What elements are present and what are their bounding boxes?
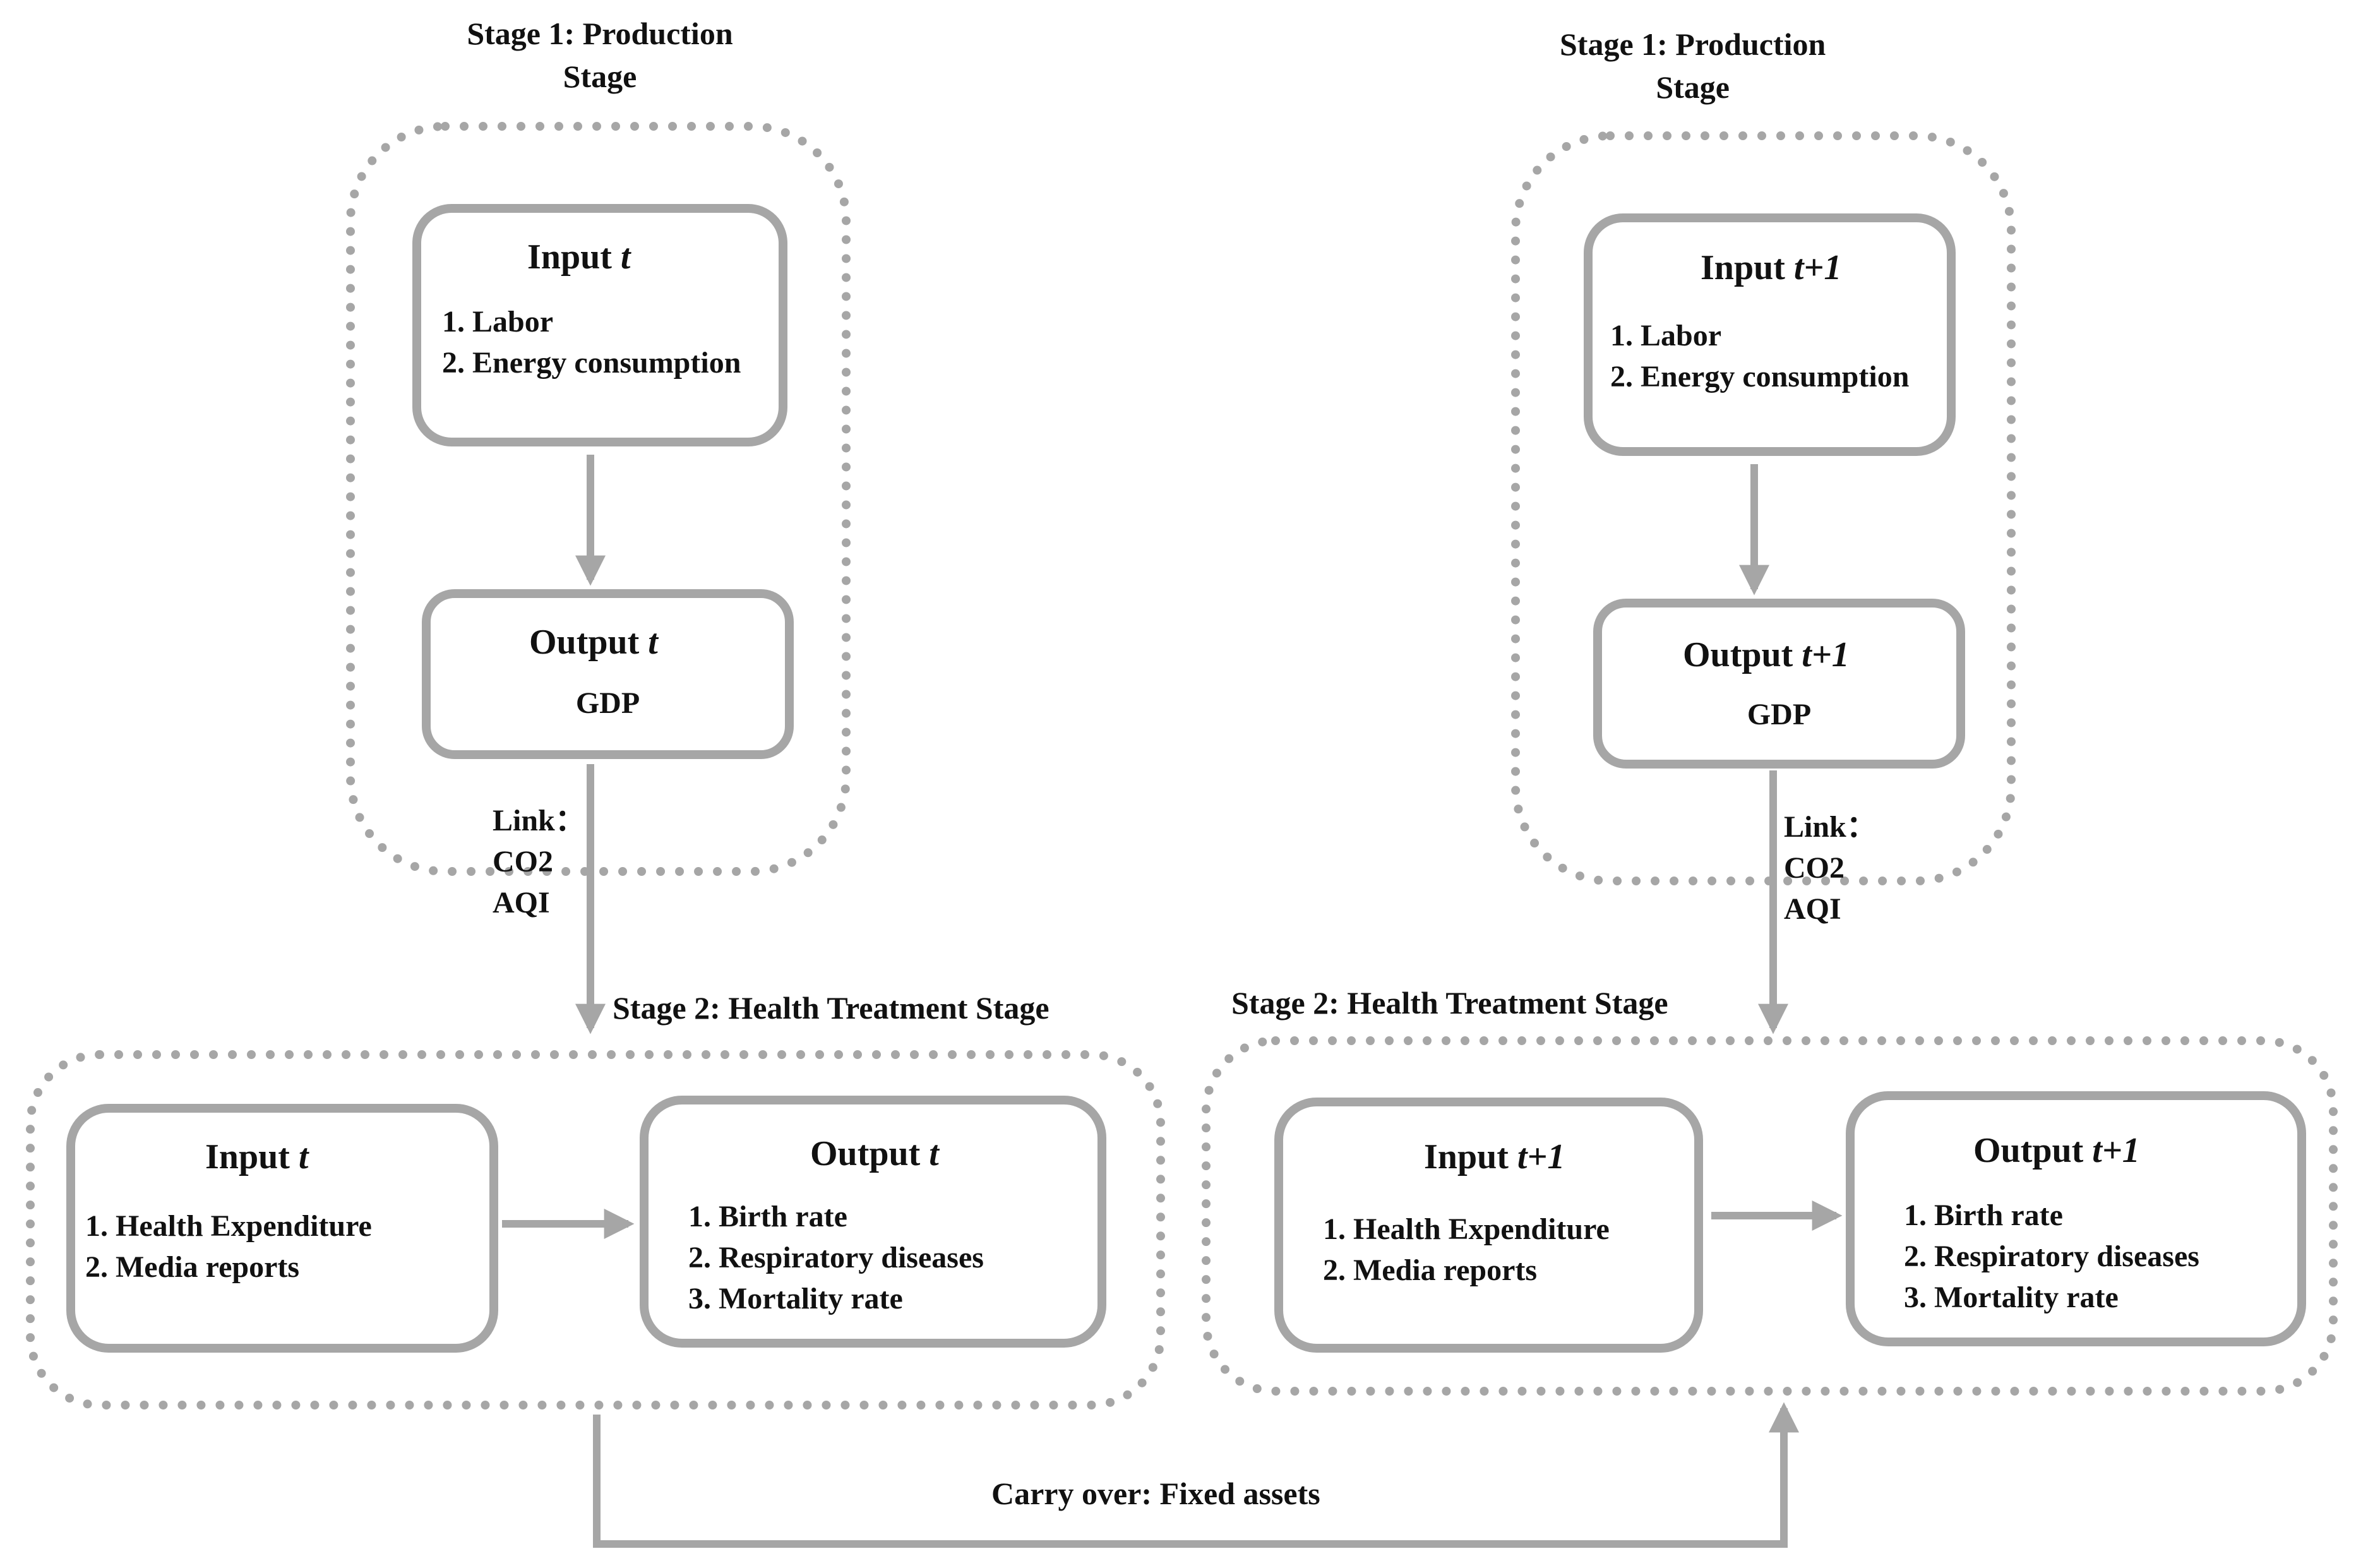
period-variable: t+1 bbox=[1517, 1137, 1565, 1176]
list-item: 2. Media reports bbox=[85, 1250, 300, 1284]
health-input-box-right bbox=[1274, 1098, 1703, 1353]
prod-input-title-right: Input t+1 bbox=[1701, 244, 1841, 292]
list-item: 1. Labor bbox=[1610, 319, 1722, 352]
health-output-box-left bbox=[640, 1096, 1106, 1348]
prod-input-title-left: Input t bbox=[527, 234, 630, 282]
stage1-title-line2: Stage bbox=[1656, 69, 1730, 105]
stage2-dotted-frame-left bbox=[26, 1050, 1165, 1409]
stage2-dotted-frame-right bbox=[1202, 1036, 2338, 1396]
list-item: 3. Mortality rate bbox=[1904, 1280, 2119, 1314]
list-item: 2. Energy consumption bbox=[1610, 359, 1910, 393]
link-line: Link： bbox=[1784, 810, 1877, 844]
health-output-items-right: 1. Birth rate 2. Respiratory diseases 3.… bbox=[1904, 1195, 2199, 1318]
period-variable: t bbox=[648, 623, 658, 662]
list-item: 1. Health Expenditure bbox=[85, 1209, 372, 1243]
stage2-title-right: Stage 2: Health Treatment Stage bbox=[1231, 985, 1668, 1020]
box-title-text: Input bbox=[527, 237, 612, 277]
health-output-title-right: Output t+1 bbox=[1973, 1127, 2140, 1175]
box-title-text: Output bbox=[810, 1134, 921, 1173]
health-input-box-left bbox=[66, 1104, 498, 1353]
health-input-items-left: 1. Health Expenditure 2. Media reports bbox=[85, 1206, 372, 1288]
prod-output-box-left bbox=[422, 589, 794, 759]
carry-over-arrow bbox=[593, 1402, 1799, 1548]
list-item: 1. Birth rate bbox=[1904, 1199, 2063, 1232]
link-line: CO2 bbox=[493, 844, 553, 878]
stage1-title-right: Stage 1: Production Stage bbox=[1560, 23, 1826, 109]
period-variable: t+1 bbox=[2092, 1131, 2140, 1170]
link-line: CO2 bbox=[1784, 851, 1845, 885]
health-input-items-right: 1. Health Expenditure 2. Media reports bbox=[1323, 1209, 1610, 1291]
prod-output-box-right bbox=[1593, 599, 1965, 769]
health-input-title-right: Input t+1 bbox=[1424, 1134, 1565, 1182]
link-line: AQI bbox=[493, 885, 550, 919]
prod-output-item-left: GDP bbox=[575, 686, 640, 720]
list-item: 2. Media reports bbox=[1323, 1253, 1538, 1287]
list-item: 1. Health Expenditure bbox=[1323, 1212, 1610, 1246]
list-item: 2. Energy consumption bbox=[442, 345, 741, 380]
stage1-title-line2: Stage bbox=[563, 58, 637, 94]
box-title-text: Output bbox=[1973, 1131, 2084, 1170]
list-item: 2. Respiratory diseases bbox=[688, 1240, 984, 1274]
period-variable: t bbox=[298, 1137, 309, 1176]
prod-output-title-right: Output t+1 bbox=[1683, 631, 1850, 679]
period-variable: t bbox=[929, 1134, 939, 1173]
carry-over-label: Carry over: Fixed assets bbox=[991, 1476, 1320, 1511]
link-label-left: Link： CO2 AQI bbox=[493, 801, 585, 923]
list-item: 1. Labor bbox=[442, 305, 554, 338]
box-title-text: Output bbox=[1683, 635, 1793, 674]
box-title-text: Input bbox=[205, 1137, 290, 1176]
stage1-title-left: Stage 1: Production Stage bbox=[398, 13, 802, 98]
prod-input-items-left: 1. Labor 2. Energy consumption bbox=[442, 302, 741, 384]
prod-input-box-right bbox=[1584, 213, 1956, 456]
prod-input-box-left bbox=[412, 204, 787, 446]
stage1-dotted-frame-right bbox=[1511, 131, 2016, 885]
link-label-right: Link： CO2 AQI bbox=[1784, 807, 1877, 930]
period-variable: t bbox=[620, 237, 631, 277]
stage1-title-line1: Stage 1: Production bbox=[467, 16, 733, 51]
prod-input-items-right: 1. Labor 2. Energy consumption bbox=[1610, 316, 1909, 398]
health-input-title-left: Input t bbox=[205, 1134, 308, 1182]
box-title-text: Output bbox=[529, 623, 640, 662]
list-item: 3. Mortality rate bbox=[688, 1281, 903, 1315]
stage1-dotted-frame-left bbox=[346, 122, 851, 876]
list-item: 1. Birth rate bbox=[688, 1200, 847, 1233]
prod-output-item-right: GDP bbox=[1747, 698, 1812, 731]
link-line: AQI bbox=[1784, 892, 1841, 926]
list-item: 2. Respiratory diseases bbox=[1904, 1239, 2199, 1273]
health-output-title-left: Output t bbox=[810, 1130, 939, 1178]
link-line: Link： bbox=[493, 804, 585, 837]
box-title-text: Input bbox=[1424, 1137, 1509, 1176]
period-variable: t+1 bbox=[1793, 248, 1842, 287]
stage1-title-line1: Stage 1: Production bbox=[1560, 27, 1826, 62]
stage2-title-left: Stage 2: Health Treatment Stage bbox=[613, 990, 1049, 1026]
health-output-items-left: 1. Birth rate 2. Respiratory diseases 3.… bbox=[688, 1197, 984, 1319]
period-variable: t+1 bbox=[1802, 635, 1850, 674]
box-title-text: Input bbox=[1701, 248, 1785, 287]
health-output-box-right bbox=[1846, 1091, 2306, 1346]
prod-output-title-left: Output t bbox=[529, 619, 658, 667]
